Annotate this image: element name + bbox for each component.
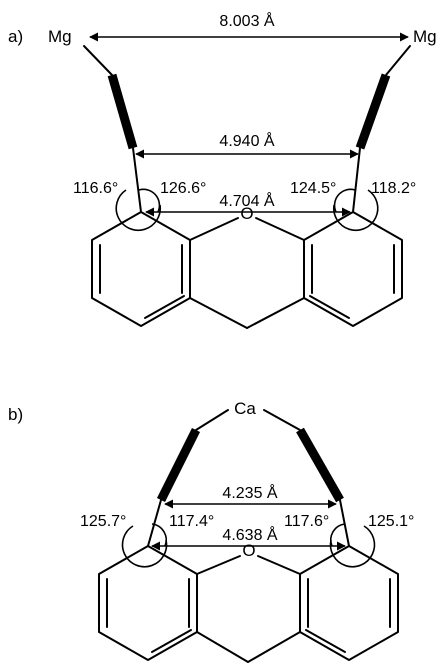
- panel-a-right-inner-angle-arc: [333, 188, 356, 213]
- panel-b-left-outer-angle-arc: [121, 525, 168, 568]
- panel-a-right-ring: [303, 211, 403, 327]
- panel-b-right-bond: [339, 499, 350, 547]
- panel-a-right-outer-angle-arc: [332, 189, 379, 232]
- panel-a-right-bond: [352, 147, 361, 213]
- panel-a: a) Mg Mg 8.003 Å 4.940 Å 4.704 Å 116.6° …: [8, 11, 437, 329]
- panel-b-right-wedge: [296, 427, 344, 503]
- panel-b-angle-right-inner: 117.6°: [284, 513, 329, 530]
- panel-b-angle-right-outer: 125.1°: [368, 513, 414, 530]
- panel-b-left-linker: [195, 409, 229, 431]
- panel-a-angle-left-inner: 126.6°: [160, 180, 206, 197]
- panel-a-left-bond: [132, 147, 142, 213]
- panel-a-left-linker: [83, 45, 113, 76]
- panel-a-label: a): [8, 27, 23, 46]
- panel-a-left-wedge: [107, 73, 138, 150]
- panel-a-lower-distance: 4.704 Å: [219, 191, 274, 210]
- panel-a-right-wedge: [355, 73, 391, 150]
- panel-a-oxygen-label: O: [240, 204, 253, 223]
- panel-b-lower-distance: 4.638 Å: [222, 525, 277, 544]
- panel-a-angle-right-inner: 124.5°: [290, 180, 336, 197]
- panel-b-right-linker: [263, 409, 301, 431]
- panel-b-label: b): [8, 405, 23, 424]
- panel-b-right-inner-angle-arc: [329, 523, 346, 547]
- panel-a-angle-left-outer: 116.6°: [73, 180, 118, 197]
- panel-b: b) Ca 4.235 Å 4.638 Å 125.7° 117.4° 117.…: [8, 399, 414, 663]
- panel-a-xanthene-skeleton: [91, 211, 403, 329]
- panel-b-left-ring: [98, 545, 198, 661]
- panel-b-right-ring: [299, 545, 399, 661]
- panel-a-angle-right-outer: 118.2°: [371, 180, 416, 197]
- panel-b-right-outer-angle-arc: [329, 525, 376, 568]
- panel-b-upper-distance: 4.235 Å: [222, 483, 277, 502]
- panel-b-angle-left-inner: 117.4°: [169, 513, 214, 530]
- panel-a-right-linker: [385, 45, 411, 76]
- panel-b-metal: Ca: [234, 399, 256, 418]
- panel-b-xanthene-skeleton: [98, 545, 399, 663]
- panel-a-metal-right: Mg: [413, 27, 437, 46]
- panel-a-metal-distance: 8.003 Å: [219, 11, 274, 30]
- panel-b-left-inner-angle-arc: [151, 523, 168, 547]
- panel-b-left-bond: [147, 499, 162, 547]
- panel-a-metal-left: Mg: [48, 27, 72, 46]
- panel-a-left-outer-angle-arc: [115, 189, 162, 232]
- panel-a-upper-distance: 4.940 Å: [219, 131, 274, 150]
- panel-b-left-wedge: [156, 427, 201, 503]
- panel-a-left-inner-angle-arc: [138, 188, 161, 213]
- panel-b-angle-left-outer: 125.7°: [80, 513, 126, 530]
- panel-b-oxygen-label: O: [242, 541, 255, 560]
- panel-a-left-ring: [91, 211, 191, 327]
